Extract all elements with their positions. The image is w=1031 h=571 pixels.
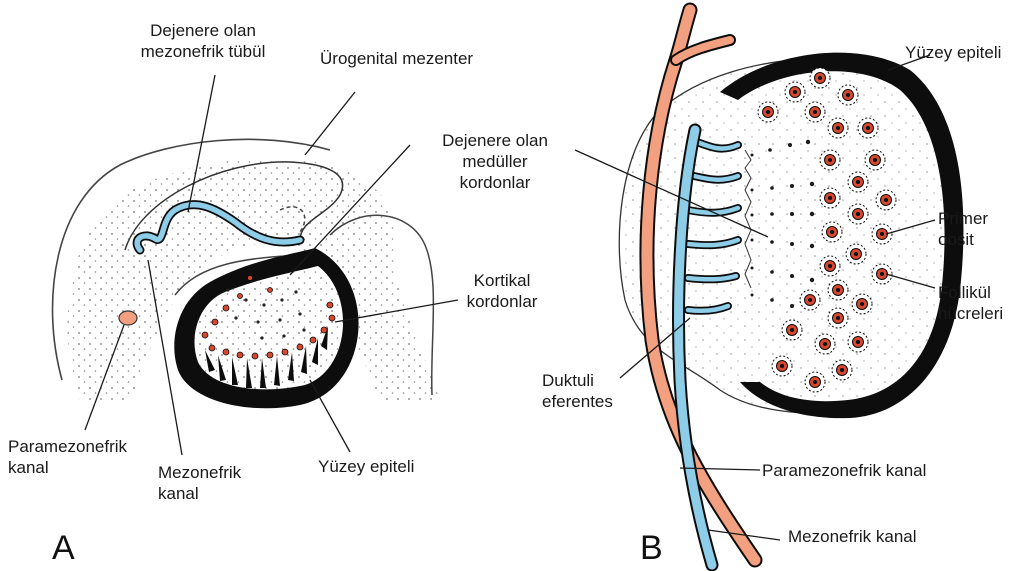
follicle [815,334,835,354]
follicle [828,118,848,138]
follicle [872,264,892,284]
follicle [848,332,868,352]
label-line: oosit [938,229,988,250]
label-primary-oocyte: Primer oosit [938,208,988,250]
label-line: medüller [430,151,560,172]
label-line: eferentes [542,391,613,412]
label-line: Mezonefrik [158,462,241,483]
follicle [846,244,866,264]
label-mesonephric-duct-b: Mezonefrik kanal [788,526,917,547]
follicle [772,356,792,376]
follicle [805,372,825,392]
follicle [820,256,840,276]
follicle [782,320,802,340]
follicle [785,82,805,102]
panel-letter-a: A [52,530,75,566]
label-paramesonephric-duct-a: Paramezonefrik kanal [8,436,127,478]
label-mesonephric-duct-a: Mezonefrik kanal [158,462,241,504]
label-line: Duktuli [542,370,613,391]
label-follicle-cells: Follikül hücreleri [938,282,1003,324]
label-line: Follikül [938,282,1003,303]
follicle [872,224,892,244]
follicle [810,68,830,88]
follicle [805,102,825,122]
label-line: kordonlar [452,291,552,312]
label-degenerate-medullary-cords: Dejenere olan medüller kordonlar [430,130,560,193]
follicle [820,150,840,170]
label-line: Paramezonefrik [8,436,127,457]
panel-letter-b: B [640,530,663,566]
label-line: kordonlar [430,172,560,193]
follicle [758,102,778,122]
label-line: Dejenere olan [118,20,288,41]
follicle [820,188,840,208]
follicle [832,360,852,380]
follicle [822,222,842,242]
label-paramesonephric-duct-b: Paramezonefrik kanal [762,460,926,481]
label-line: mezonefrik tübül [118,41,288,62]
label-surface-epithelium-a: Yüzey epiteli [318,456,414,477]
label-line: Dejenere olan [430,130,560,151]
panel-b-drawing [575,10,963,565]
label-ductuli-efferentes: Duktuli eferentes [542,370,613,412]
label-line: hücreleri [938,303,1003,324]
follicle [838,85,858,105]
follicle [848,204,868,224]
follicle [858,118,878,138]
follicle [828,308,848,328]
label-line: kanal [158,483,241,504]
follicle [800,290,820,310]
label-line: Primer [938,208,988,229]
panel-a-drawing [53,75,458,455]
follicle [876,190,896,210]
follicle [848,172,868,192]
follicle [828,280,848,300]
label-cortical-cords: Kortikal kordonlar [452,270,552,312]
label-urogenital-mesentery: Ürogenital mezenter [320,48,473,69]
label-line: kanal [8,457,127,478]
follicle [852,294,872,314]
label-line: Kortikal [452,270,552,291]
label-degenerate-mesonephric-tubule: Dejenere olan mezonefrik tübül [118,20,288,62]
follicle [865,150,885,170]
label-surface-epithelium-b: Yüzey epiteli [905,42,1001,63]
paramesonephric-duct-a [119,311,137,325]
